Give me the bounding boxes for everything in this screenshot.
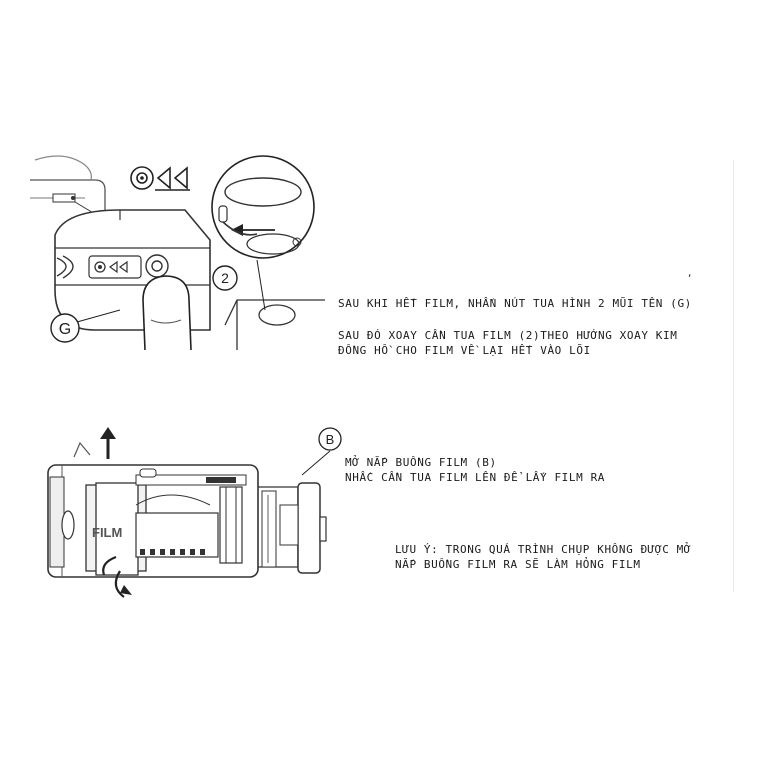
step1-instruction-2a: SAU ĐÓ XOAY CẦN TUA FILM (2)THEO HƯỚNG X…	[338, 329, 678, 342]
step2-instruction-2: NHẤC CẦN TUA FILM LÊN ĐỂ LẤY FILM RA	[345, 471, 606, 484]
step1-instruction-2b: ĐỒNG HỒ CHO FILM VỀ LẠI HẾT VÀO LÕI	[338, 344, 591, 357]
rewind-illustration: G 2	[25, 150, 325, 360]
warning-note-line1: LƯU Ý: TRONG QUÁ TRÌNH CHỤP KHÔNG ĐƯỢC M…	[395, 543, 692, 556]
film-canister-label: FILM	[92, 525, 122, 540]
callout-g-label: G	[59, 321, 71, 338]
warning-note-line2: NẮP BUỒNG FILM RA SẼ LÀM HỎNG FILM	[395, 558, 641, 571]
step1-instruction-1: SAU KHI HẾT FILM, NHẤN NÚT TUA HÌNH 2 MŨ…	[338, 297, 692, 310]
stray-mark: ,	[687, 269, 694, 279]
callout-2-label: 2	[221, 270, 229, 286]
step2-instruction-1: MỞ NẮP BUỒNG FILM (B)	[345, 456, 497, 469]
page-edge-rule	[733, 160, 734, 592]
film-chamber-illustration: FILM B	[40, 425, 345, 605]
callout-b-label: B	[326, 432, 335, 447]
